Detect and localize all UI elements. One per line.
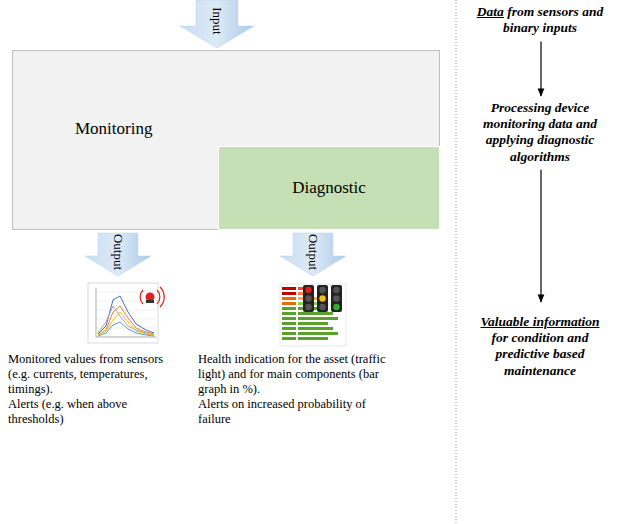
chart-icon — [88, 283, 164, 343]
output-note: Health indication for the asset (traffic… — [198, 352, 398, 397]
flow-step: from sensors and binary inputs — [503, 4, 603, 35]
arrow-label: Output — [110, 234, 126, 270]
output-note: Alerts (e.g. when above thresholds) — [8, 397, 166, 427]
diagnostic-box: Diagnostic — [218, 146, 440, 230]
arrow-label: Output — [305, 234, 321, 270]
text-group: Health indication for the asset (traffic… — [198, 352, 398, 427]
text-group: Monitored values from sensors (e.g. curr… — [8, 352, 166, 427]
box-title: Diagnostic — [292, 178, 366, 198]
box-title: Monitoring — [75, 119, 152, 139]
flow-step: Valuable information — [481, 314, 600, 329]
text-group: Valuable information for condition and p… — [478, 314, 602, 379]
output-arrow — [85, 233, 151, 276]
separator-line — [456, 0, 457, 524]
input-arrow — [180, 0, 254, 48]
monitoring-box: MonitoringDiagnostic — [12, 50, 440, 230]
text-group: Processing device monitoring data and ap… — [470, 100, 610, 165]
output-arrow — [280, 233, 346, 276]
text-group: Data from sensors and binary inputs — [470, 4, 610, 36]
flow-step: Processing device monitoring data and ap… — [483, 100, 597, 164]
flow-arrow — [540, 170, 541, 302]
output-note: Monitored values from sensors (e.g. curr… — [8, 352, 166, 397]
flow-step: Data — [477, 4, 504, 19]
flow-step: for condition and predictive based maint… — [492, 330, 589, 377]
flow-arrow — [540, 41, 541, 96]
health-icon — [280, 284, 346, 346]
arrow-label: Input — [209, 7, 225, 34]
output-note: Alerts on increased probability of failu… — [198, 397, 398, 427]
